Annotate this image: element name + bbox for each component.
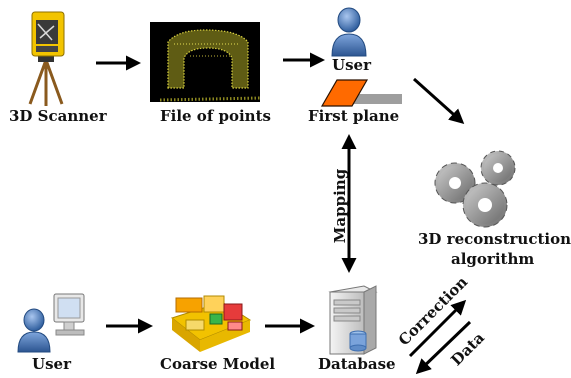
- label-user-top: User: [332, 56, 371, 74]
- 3d-scanner-icon: [28, 11, 65, 106]
- arrow-plane-to-algorithm: [412, 77, 465, 125]
- label-database: Database: [318, 355, 396, 373]
- label-first-plane: First plane: [308, 107, 400, 125]
- label-algorithm-line2: algorithm: [451, 250, 535, 268]
- workflow-diagram: [17, 7, 516, 375]
- point-cloud-image: [150, 22, 261, 102]
- database-server-icon: [328, 285, 378, 355]
- gears-icon: [434, 150, 516, 228]
- label-user-bottom: User: [32, 355, 71, 373]
- label-3d-scanner: 3D Scanner: [9, 107, 107, 125]
- label-file-of-points: File of points: [160, 107, 271, 125]
- edge-label-mapping: Mapping: [331, 168, 350, 244]
- label-coarse-model: Coarse Model: [160, 355, 276, 373]
- coarse-model-icon: [170, 295, 252, 352]
- user-computer-icon: [17, 293, 85, 353]
- user-icon: [331, 7, 367, 57]
- arrows: [96, 52, 472, 375]
- label-algorithm-line1: 3D reconstruction: [418, 230, 571, 248]
- plane-icon: [320, 79, 402, 107]
- arrow-correction: [408, 299, 467, 358]
- arrow-data: [415, 320, 472, 375]
